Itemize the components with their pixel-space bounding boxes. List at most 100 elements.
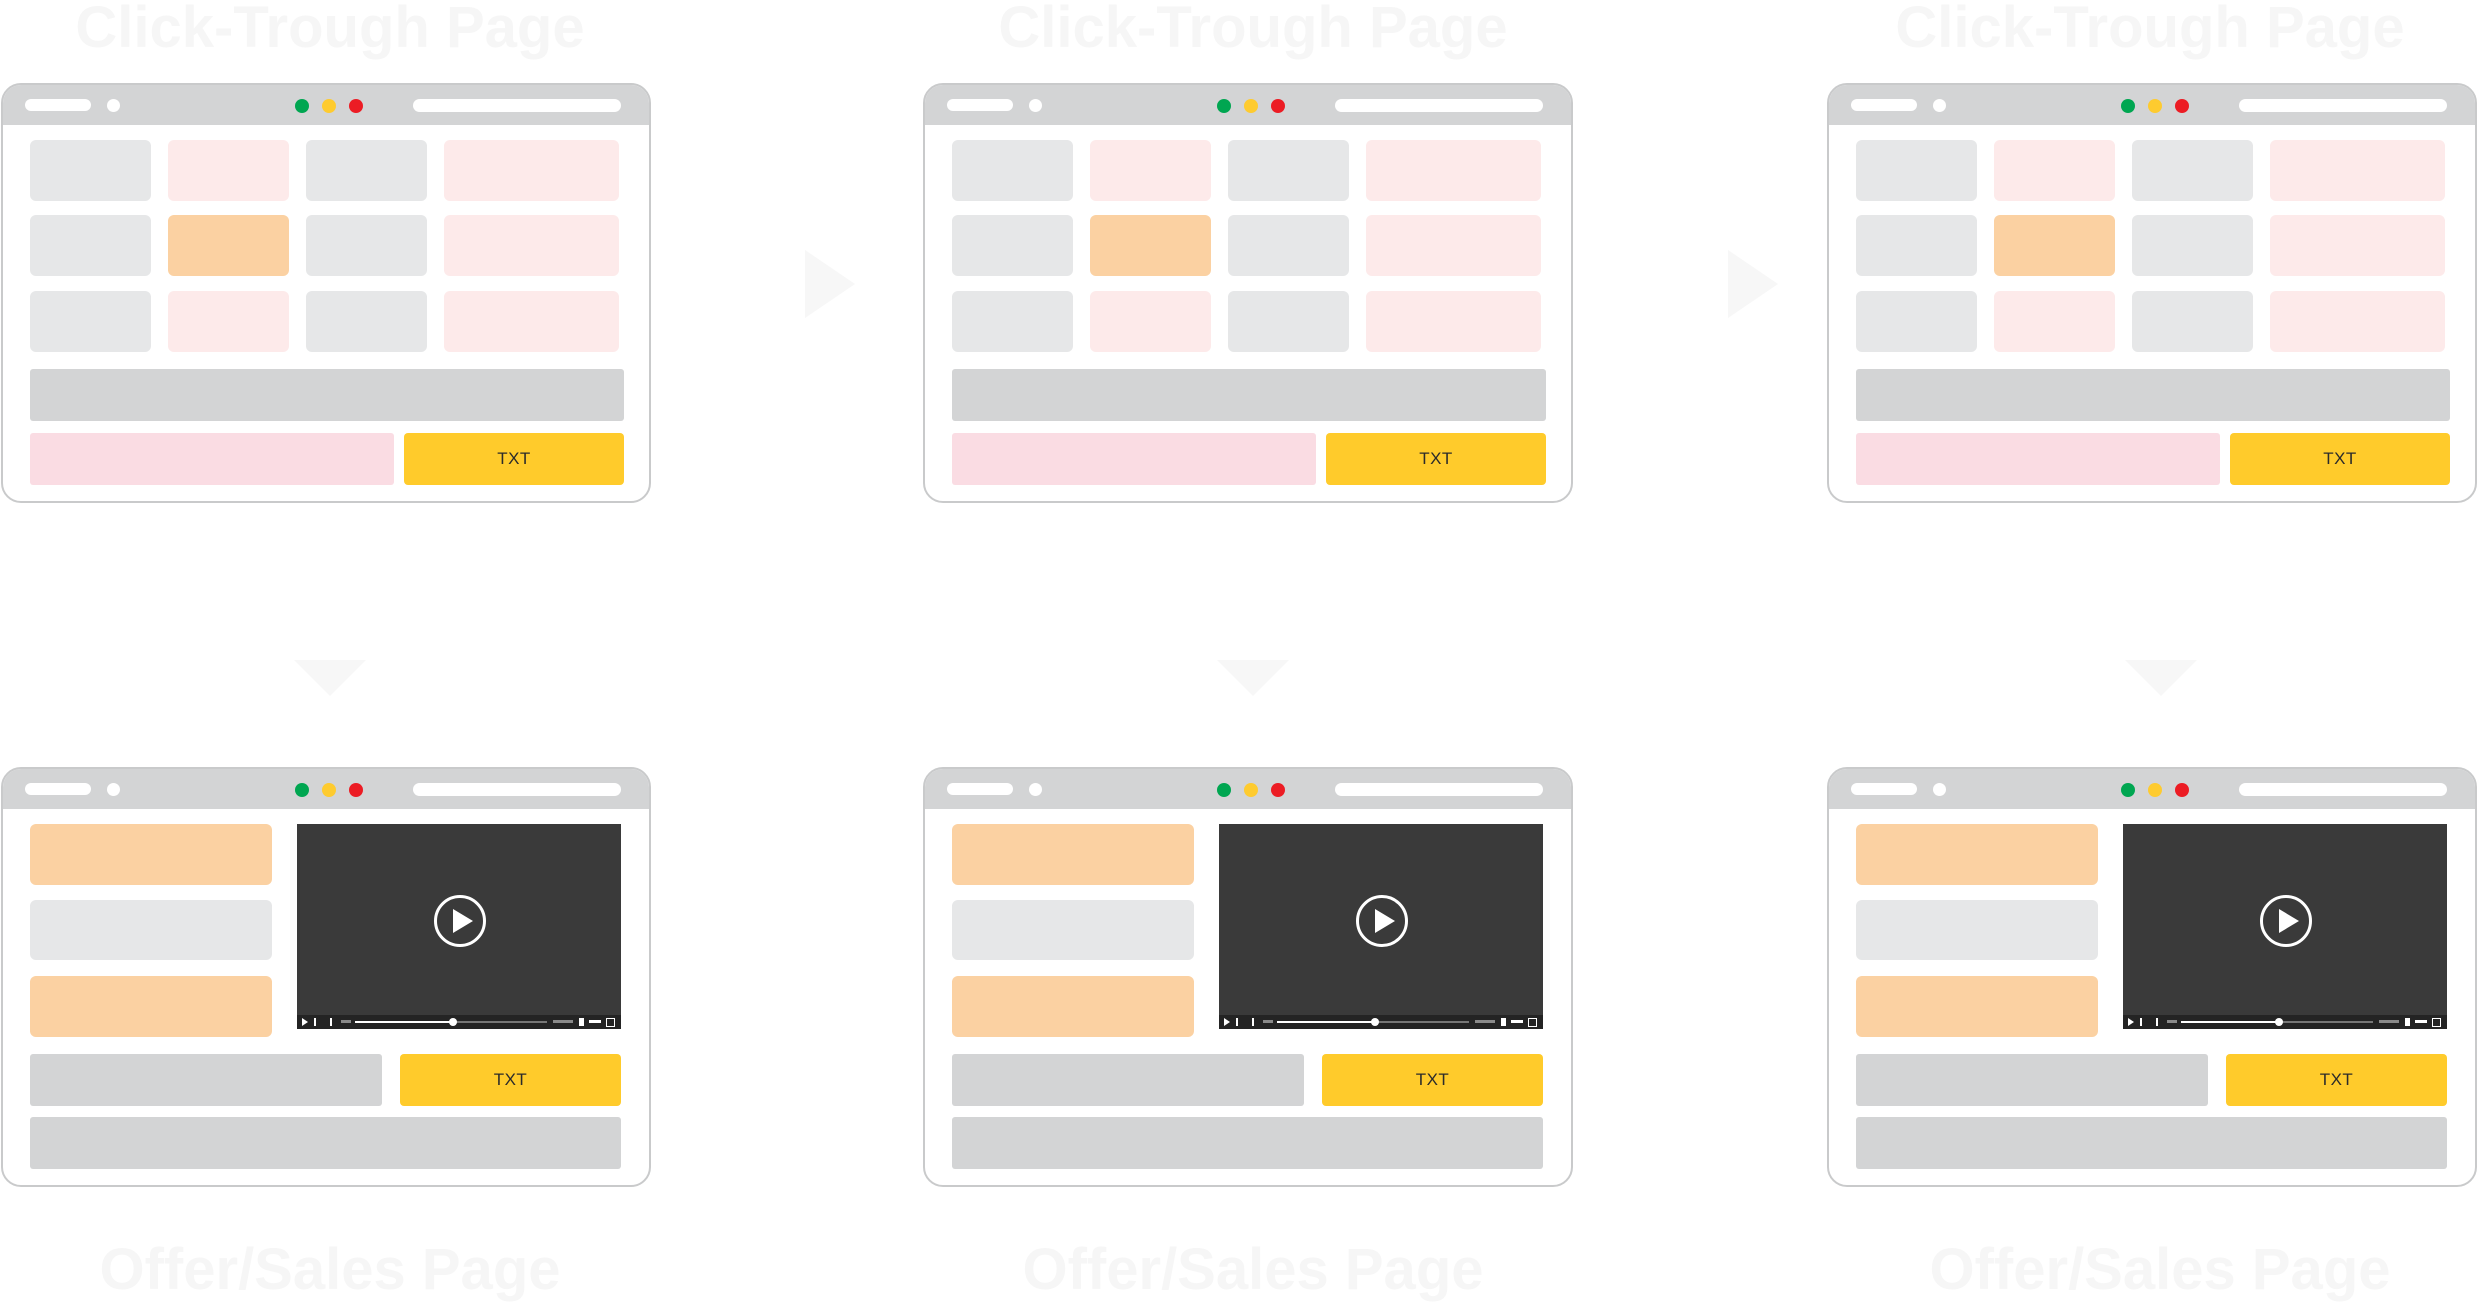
video-controls[interactable] [1219,1015,1543,1029]
content-block [1228,140,1349,201]
content-block [1228,215,1349,276]
volume-icon[interactable] [579,1018,584,1026]
cta-button[interactable]: TXT [404,433,624,485]
cta-button[interactable]: TXT [2230,433,2450,485]
selected-block[interactable] [1090,215,1211,276]
footer-bar [952,1117,1543,1169]
green-dot-icon[interactable] [2121,783,2135,797]
next-icon[interactable] [2156,1018,2158,1026]
volume-icon[interactable] [2405,1018,2410,1026]
cta-button[interactable]: TXT [1326,433,1546,485]
browser-titlebar [1829,85,2475,125]
tab-placeholder [25,99,91,111]
play-small-icon[interactable] [302,1018,308,1026]
yellow-dot-icon[interactable] [1244,99,1258,113]
yellow-dot-icon[interactable] [1244,783,1258,797]
next-icon[interactable] [1252,1018,1254,1026]
volume-level[interactable] [589,1020,601,1023]
play-icon[interactable] [434,895,486,947]
play-icon[interactable] [2260,895,2312,947]
input-bar[interactable] [30,433,394,485]
prev-icon[interactable] [2140,1018,2142,1026]
video-player[interactable] [1219,824,1543,1029]
cta-button[interactable]: TXT [400,1054,621,1106]
tab-placeholder [25,783,91,795]
address-bar[interactable] [2239,99,2447,112]
tab-placeholder [1851,99,1917,111]
tab-dot [107,99,120,112]
yellow-dot-icon[interactable] [2148,783,2162,797]
input-bar[interactable] [1856,433,2220,485]
progress-knob[interactable] [449,1018,457,1026]
prev-icon[interactable] [1236,1018,1238,1026]
heading-click-through-2: Click-Trough Page [998,0,1508,60]
address-bar[interactable] [413,99,621,112]
progress-fill [2181,1021,2279,1023]
content-block [2270,140,2445,201]
footer-bar [1856,1117,2447,1169]
feature-block[interactable] [952,976,1194,1037]
selected-block[interactable] [168,215,289,276]
feature-block [1856,900,2098,960]
input-bar[interactable] [952,433,1316,485]
yellow-dot-icon[interactable] [322,99,336,113]
progress-knob[interactable] [1371,1018,1379,1026]
address-bar[interactable] [413,783,621,796]
volume-level[interactable] [1511,1020,1523,1023]
offer-browser-3: TXT [1827,767,2477,1187]
feature-block[interactable] [30,824,272,885]
content-block [306,291,427,352]
play-icon[interactable] [1356,895,1408,947]
green-dot-icon[interactable] [295,783,309,797]
content-block [168,291,289,352]
feature-block[interactable] [1856,976,2098,1037]
video-player[interactable] [2123,824,2447,1029]
feature-block[interactable] [30,976,272,1037]
feature-block[interactable] [952,824,1194,885]
green-dot-icon[interactable] [2121,99,2135,113]
content-block [1366,215,1541,276]
red-dot-icon[interactable] [1271,99,1285,113]
fullscreen-icon[interactable] [606,1018,615,1027]
red-dot-icon[interactable] [349,783,363,797]
red-dot-icon[interactable] [1271,783,1285,797]
red-dot-icon[interactable] [2175,99,2189,113]
address-bar[interactable] [1335,783,1543,796]
address-bar[interactable] [2239,783,2447,796]
video-controls[interactable] [297,1015,621,1029]
cta-button[interactable]: TXT [2226,1054,2447,1106]
green-dot-icon[interactable] [1217,783,1231,797]
yellow-dot-icon[interactable] [322,783,336,797]
banner-bar [30,369,624,421]
time-total [553,1020,573,1023]
cta-button[interactable]: TXT [1322,1054,1543,1106]
yellow-dot-icon[interactable] [2148,99,2162,113]
volume-icon[interactable] [1501,1018,1506,1026]
browser-titlebar [3,769,649,809]
feature-block[interactable] [1856,824,2098,885]
content-block [1366,291,1541,352]
video-player[interactable] [297,824,621,1029]
play-small-icon[interactable] [1224,1018,1230,1026]
next-icon[interactable] [330,1018,332,1026]
video-controls[interactable] [2123,1015,2447,1029]
selected-block[interactable] [1994,215,2115,276]
address-bar[interactable] [1335,99,1543,112]
prev-icon[interactable] [314,1018,316,1026]
red-dot-icon[interactable] [349,99,363,113]
heading-offer-3: Offer/Sales Page [1929,1237,2391,1302]
volume-level[interactable] [2415,1020,2427,1023]
browser-titlebar [925,85,1571,125]
red-dot-icon[interactable] [2175,783,2189,797]
content-block [1090,140,1211,201]
content-block [306,215,427,276]
tab-dot [1933,99,1946,112]
green-dot-icon[interactable] [1217,99,1231,113]
progress-knob[interactable] [2275,1018,2283,1026]
fullscreen-icon[interactable] [1528,1018,1537,1027]
fullscreen-icon[interactable] [2432,1018,2441,1027]
time-total [1475,1020,1495,1023]
play-small-icon[interactable] [2128,1018,2134,1026]
green-dot-icon[interactable] [295,99,309,113]
progress-fill [355,1021,453,1023]
